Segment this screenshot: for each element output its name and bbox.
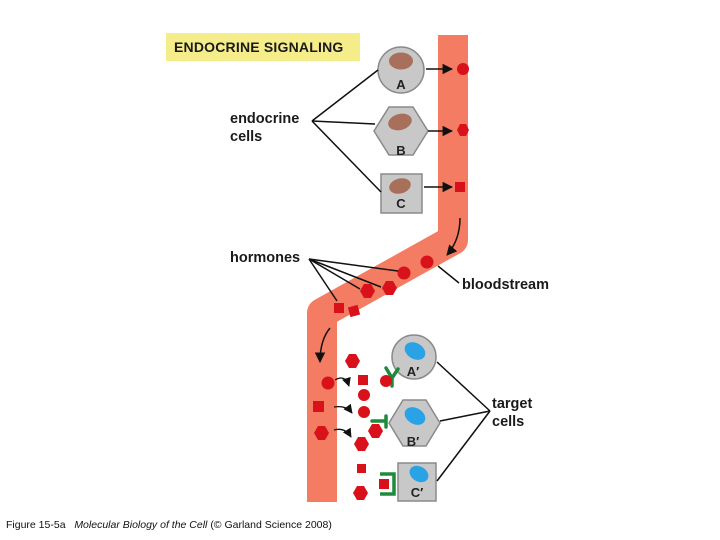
cell-letter-b: B	[396, 143, 405, 158]
figure-caption: Figure 15-5a Molecular Biology of the Ce…	[6, 519, 332, 531]
flow-arrow-icon	[333, 427, 352, 438]
label-cells: cells	[230, 129, 262, 145]
hormone-hexagon-icon	[457, 124, 469, 136]
pointer-line	[311, 120, 382, 193]
hormone-hexagon-icon	[354, 437, 369, 451]
hormone-hexagon-icon	[382, 281, 397, 295]
pointer-line	[308, 258, 399, 272]
hormone-square-icon	[455, 182, 465, 192]
caption-book: Molecular Biology of the Cell	[74, 519, 208, 531]
hormone-square-icon	[358, 375, 368, 385]
caption-suffix: (© Garland Science 2008)	[210, 519, 332, 531]
receptor-icon	[368, 414, 388, 438]
label-bloodstream: bloodstream	[462, 277, 549, 293]
target-cell-b-prime: B′	[388, 399, 441, 449]
pointer-line	[436, 410, 491, 482]
label-hormones: hormones	[230, 250, 300, 266]
pointer-line	[308, 258, 338, 302]
receptor-icon	[379, 472, 396, 496]
pointer-line	[437, 265, 460, 284]
pointer-line	[311, 120, 376, 125]
receptor-icon	[380, 366, 400, 388]
hormone-hexagon-icon	[314, 426, 329, 440]
hormone-hexagon-icon	[353, 486, 368, 500]
nucleus	[389, 52, 413, 70]
nucleus	[389, 178, 411, 194]
cell-letter-c-prime: C′	[411, 485, 424, 500]
flow-arrow-icon	[333, 403, 353, 414]
hormone-circle-icon	[457, 63, 469, 75]
nucleus	[404, 407, 426, 425]
cell-letter-a-prime: A′	[407, 364, 420, 379]
hormone-circle-icon	[358, 389, 370, 401]
cell-letter-a: A	[396, 77, 406, 92]
label-target: target	[492, 396, 532, 412]
target-cell-c-prime: C′	[397, 462, 437, 502]
nucleus	[388, 113, 412, 131]
endocrine-cell-c: C	[380, 173, 423, 214]
hormone-circle-icon	[397, 266, 411, 280]
caption-prefix: Figure 15-5a	[6, 519, 66, 531]
label-endocrine: endocrine	[230, 111, 299, 127]
cell-letter-c: C	[396, 196, 406, 211]
flow-arrow-icon	[314, 327, 331, 364]
nucleus	[404, 342, 426, 360]
flow-arrow-icon	[446, 217, 461, 256]
hormone-square-icon	[347, 304, 361, 318]
hormone-square-icon	[313, 401, 324, 412]
pointer-line	[439, 410, 491, 422]
hormone-hexagon-icon	[345, 354, 360, 368]
pointer-line	[311, 69, 379, 122]
flow-arrow-icon	[334, 376, 351, 387]
hormone-hexagon-icon	[360, 284, 375, 298]
target-cell-a-prime: A′	[391, 334, 437, 380]
hormone-circle-icon	[358, 406, 370, 418]
cell-letter-b-prime: B′	[407, 434, 420, 449]
diagram-title: ENDOCRINE SIGNALING	[174, 39, 343, 55]
hexagon-cell-icon	[373, 106, 429, 156]
pointer-line	[308, 258, 382, 288]
hormone-circle-icon	[420, 255, 434, 269]
pointer-line	[436, 361, 491, 412]
nucleus	[409, 465, 429, 483]
hormone-square-icon	[334, 303, 344, 313]
pointer-line	[308, 258, 361, 290]
hormone-circle-icon	[321, 376, 335, 390]
hormone-square-icon	[357, 464, 366, 473]
label-target-cells: cells	[492, 414, 524, 430]
endocrine-cell-a: A	[377, 46, 425, 94]
endocrine-cell-b: B	[373, 106, 429, 158]
title-box	[166, 33, 360, 61]
